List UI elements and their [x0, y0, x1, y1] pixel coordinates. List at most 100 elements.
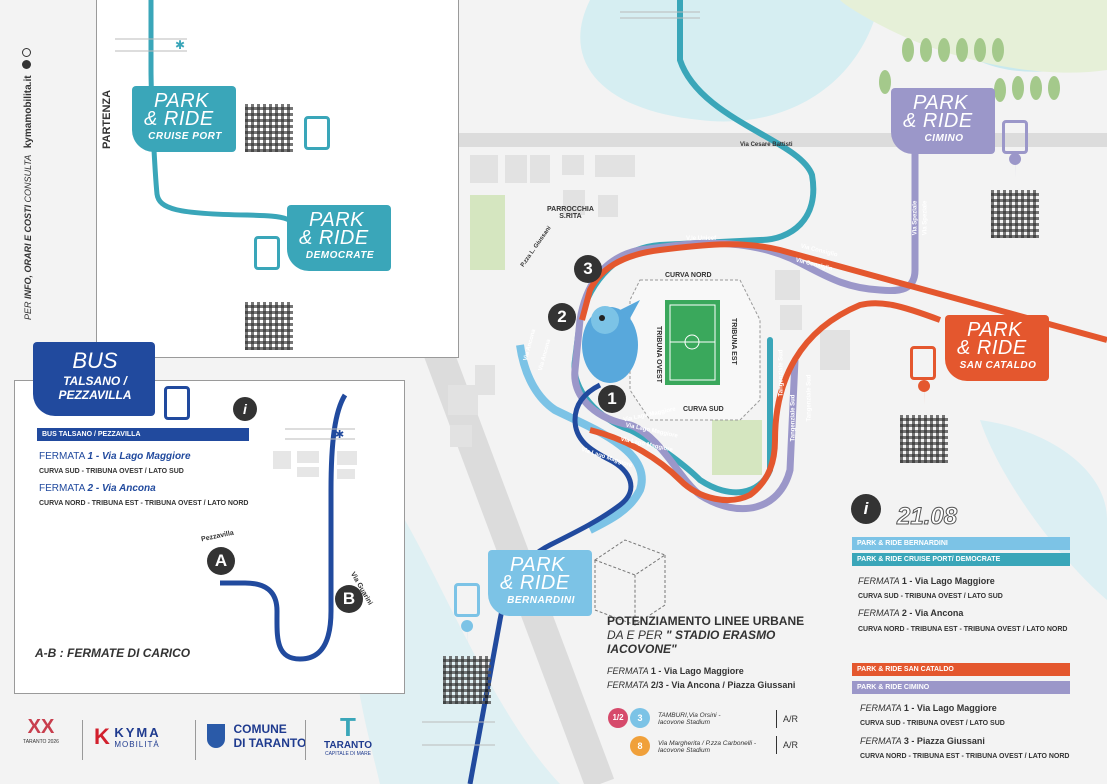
- stop-marker-3[interactable]: 3: [574, 255, 602, 283]
- svg-text:✱: ✱: [175, 38, 185, 52]
- bus-icon: [1002, 120, 1028, 154]
- badge-line: & RIDE: [903, 110, 973, 132]
- qr-code-bernardini[interactable]: [443, 656, 491, 704]
- stop-marker-b[interactable]: B: [335, 585, 363, 613]
- bus-icon: [304, 116, 330, 150]
- badge-bus-line: TALSANO /: [63, 374, 127, 388]
- bar-bernardini: PARK & RIDE BERNARDINI: [852, 537, 1070, 550]
- badge-line: & RIDE: [144, 108, 214, 130]
- facebook-icon[interactable]: [22, 59, 31, 69]
- fermata-1: FERMATA 1 - Via Lago Maggiore: [39, 451, 191, 462]
- info-fermata-2: FERMATA 2 - Via Ancona: [858, 608, 963, 618]
- street-label: Via Speziale: [912, 200, 919, 236]
- stop-marker-2[interactable]: 2: [548, 303, 576, 331]
- fermata-name: 2/3 - Via Ancona / Piazza Giussani: [650, 680, 796, 690]
- street-label: Tangenziale Sud: [778, 349, 785, 397]
- potenziamento-fermata-1: FERMATA 1 - Via Lago Maggiore: [607, 666, 822, 676]
- stadium-label-tribuna-ovest: TRIBUNA OVEST: [655, 326, 662, 383]
- stop-marker-a[interactable]: A: [207, 547, 235, 575]
- badge-park-ride-cruise-port: PARK & RIDE CRUISE PORT: [132, 86, 236, 152]
- sidebar-per: PER: [23, 301, 33, 320]
- taranto-t-icon: T: [340, 712, 356, 742]
- info-fermata-1: FERMATA 1 - Via Lago Maggiore: [858, 576, 995, 586]
- logo-text: COMUNE: [233, 722, 287, 736]
- sidebar-consulta: CONSULTA: [23, 154, 33, 203]
- fermata-prefix: FERMATA: [860, 736, 902, 746]
- badge-line: & RIDE: [500, 572, 570, 594]
- line-badge-1-2: 1/2: [608, 708, 628, 728]
- sea-area-top: [580, 0, 880, 122]
- badge-bus-line: BUS: [72, 348, 118, 373]
- fermata-name: 1 - Via Lago Maggiore: [901, 576, 995, 586]
- logo-kyma: K KYMA MOBILITÀ: [94, 724, 161, 750]
- badge-line: PARK: [154, 90, 209, 112]
- qr-code-cruise-port[interactable]: [245, 104, 293, 152]
- divider: [305, 720, 306, 760]
- stop-marker-1[interactable]: 1: [598, 385, 626, 413]
- badge-park-ride-san-cataldo: PARK & RIDE SAN CATALDO: [945, 315, 1049, 381]
- badge-line: PARK: [510, 554, 565, 576]
- event-date: 21.08: [896, 503, 958, 531]
- parrocchia-line: PARROCCHIA: [547, 206, 594, 213]
- divider: [195, 720, 196, 760]
- fermata-prefix: FERMATA: [860, 703, 902, 713]
- info-icon[interactable]: i: [851, 494, 881, 524]
- line-1-text: TAMBURI,Via Orsini - Iacovone Stadium: [658, 712, 721, 726]
- bar-bus-talsano: BUS TALSANO / PEZZAVILLA: [37, 428, 249, 441]
- badge-name: CRUISE PORT: [148, 131, 222, 142]
- stadium-label-tribuna-est: TRIBUNA EST: [730, 318, 737, 365]
- bar-cruise-democrate: PARK & RIDE CRUISE PORT/ DEMOCRATE: [852, 553, 1070, 566]
- badge-name: CIMINO: [924, 133, 964, 144]
- potenziamento-fermata-2: FERMATA 2/3 - Via Ancona / Piazza Giussa…: [607, 680, 822, 690]
- kyma-mark-icon: K: [94, 724, 110, 749]
- fermata-prefix: FERMATA: [607, 680, 649, 690]
- buildings: [448, 155, 850, 447]
- badge-park-ride-bernardini: PARK & RIDE BERNARDINI: [488, 550, 592, 616]
- badge-name: BERNARDINI: [507, 595, 575, 606]
- bus-icon: [254, 236, 280, 270]
- potenziamento-line: DA E PER: [607, 628, 663, 642]
- fermata-prefix: FERMATA: [39, 483, 85, 494]
- fermata-prefix: FERMATA: [858, 608, 900, 618]
- bar-san-cataldo: PARK & RIDE SAN CATALDO: [852, 663, 1070, 676]
- potenziamento-line: IACOVONE": [607, 642, 677, 656]
- logo-taranto-capitale: T TARANTO CAPITALE DI MARE: [318, 714, 378, 757]
- logo-text: XX: [27, 716, 55, 738]
- line-badge-8: 8: [630, 736, 650, 756]
- fermata-prefix: FERMATA: [607, 666, 649, 676]
- park-area: [840, 0, 1107, 73]
- coat-of-arms-icon: [207, 724, 225, 748]
- sidebar-info: INFO, ORARI E COSTI: [23, 204, 33, 299]
- logo-taranto-2026: XX TARANTO 2026: [18, 716, 64, 745]
- logo-comune-taranto: COMUNE DI TARANTO: [207, 722, 306, 750]
- fermata-name: 1 - Via Lago Maggiore: [87, 451, 191, 462]
- fermata-2: FERMATA 2 - Via Ancona: [39, 483, 156, 494]
- info-fermata-4: FERMATA 3 - Piazza Giussani: [860, 736, 985, 746]
- badge-name: SAN CATALDO: [959, 360, 1037, 371]
- partenza-label: PARTENZA: [101, 89, 113, 149]
- bus-talsano-panel: ✱ BUS TALSANO / PEZZAVILLA FERMATA 1 - V…: [14, 380, 405, 694]
- qr-code-cimino[interactable]: [991, 190, 1039, 238]
- qr-code-democrate[interactable]: [245, 302, 293, 350]
- info-fermata-detail: CURVA NORD - TRIBUNA EST - TRIBUNA OVEST…: [860, 753, 1070, 760]
- street-label: V.le Unicef: [686, 236, 717, 242]
- qr-code-san-cataldo[interactable]: [900, 415, 948, 463]
- fermata-name: 1 - Via Lago Maggiore: [903, 703, 997, 713]
- parking-box-icon: [593, 539, 667, 626]
- line-text: Via Margherita / P.zza Carbonelli -: [658, 740, 757, 747]
- instagram-icon[interactable]: [22, 48, 31, 58]
- fermata-name: 1 - Via Lago Maggiore: [650, 666, 744, 676]
- green-field-2: [712, 420, 762, 475]
- logo-text: TARANTO: [324, 740, 372, 751]
- info-fermata-detail: CURVA SUD - TRIBUNA OVEST / LATO SUD: [860, 720, 1005, 727]
- potenziamento-line: " STADIO ERASMO: [665, 628, 776, 642]
- fermata-detail: CURVA NORD - TRIBUNA EST - TRIBUNA OVEST…: [39, 500, 249, 507]
- green-field: [470, 195, 505, 270]
- route-navy-bus: ✱: [220, 393, 357, 662]
- badge-line: PARK: [913, 92, 968, 114]
- badge-park-ride-cimino: PARK & RIDE CIMINO: [891, 88, 995, 154]
- parrocchia-line: S.RITA: [559, 213, 582, 220]
- badge-name: DEMOCRATE: [305, 250, 375, 261]
- info-icon[interactable]: i: [233, 397, 257, 421]
- sidebar-site-link[interactable]: kymamobilita.it: [23, 75, 34, 149]
